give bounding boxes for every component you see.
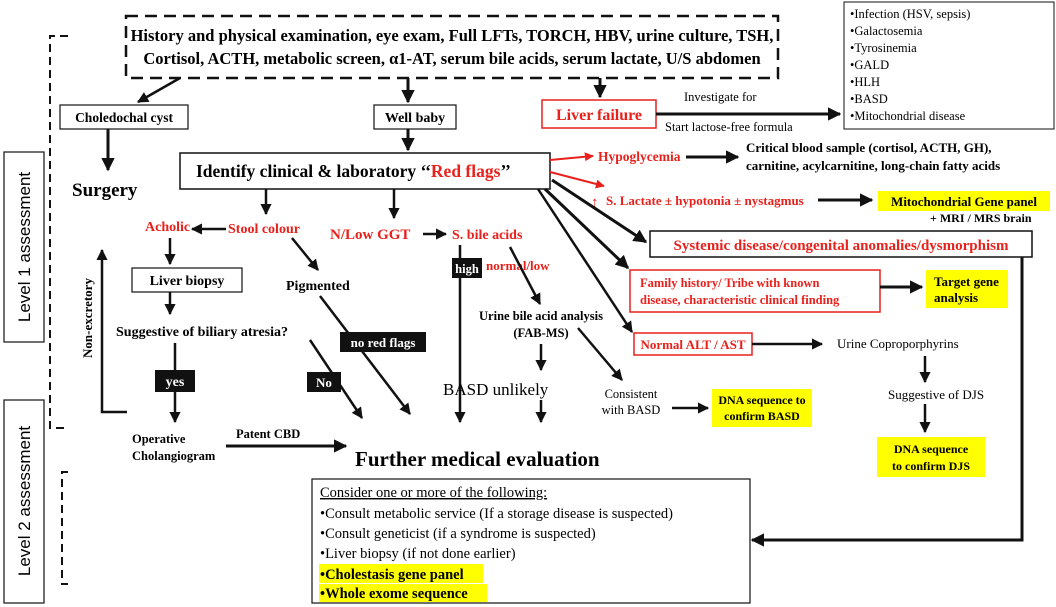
high: high: [455, 262, 479, 276]
dna-djs-1: DNA sequence: [894, 442, 969, 456]
dna-basd-1: DNA sequence to: [718, 393, 805, 407]
stool-colour: Stool colour: [228, 222, 300, 237]
level-1-label: Level 1 assessment: [15, 172, 34, 323]
consider-item: •Consult geneticist (if a syndrome is su…: [320, 526, 596, 542]
liver-biopsy: Liver biopsy: [150, 274, 225, 289]
liver-failure-causes-box: [843, 1, 1055, 130]
no-badge: [307, 372, 341, 392]
liver-biopsy-box: [131, 267, 243, 293]
cause-item: •BASD: [850, 92, 888, 106]
consider-heading: Consider one or more of the following:: [320, 485, 547, 501]
well-baby: Well baby: [385, 111, 445, 126]
investigate-for: Investigate for: [684, 90, 757, 104]
cause-item: •GALD: [850, 58, 889, 72]
gene-panel-highlight: [319, 564, 483, 583]
urine-copro: Urine Coproporphyrins: [837, 336, 959, 351]
exome-highlight: [319, 584, 487, 602]
cause-item: •Tyrosinemia: [850, 41, 917, 55]
urine-ba-2: (FAB-MS): [513, 326, 568, 340]
lactate: S. Lactate ± hypotonia ± nystagmus: [606, 193, 804, 208]
consistent-2: with BASD: [602, 403, 661, 417]
cause-item: •Infection (HSV, sepsis): [850, 7, 970, 21]
yes-badge: [155, 370, 195, 392]
family-history-2: disease, characteristic clinical finding: [640, 293, 840, 307]
basd-unlikely: BASD unlikely: [443, 380, 549, 399]
pigmented: Pigmented: [286, 279, 350, 294]
dna-djs-highlight: [877, 437, 985, 477]
operative-2: Cholangiogram: [132, 449, 216, 463]
level-2-label: Level 2 assessment: [15, 426, 34, 577]
s-bile-acids: S. bile acids: [452, 228, 523, 243]
dna-basd-highlight: [712, 389, 812, 427]
red-flags-box: [179, 152, 551, 190]
operative-1: Operative: [132, 432, 186, 446]
consider-highlight-item: •Cholestasis gene panel: [320, 567, 464, 583]
level-2-bracket: Level 2 assessment: [3, 399, 68, 604]
liver-failure: Liver failure: [556, 107, 642, 124]
choledochal-cyst: Choledochal cyst: [75, 110, 173, 125]
systemic: Systemic disease/congenital anomalies/dy…: [673, 238, 1009, 254]
cause-item: •Galactosemia: [850, 24, 923, 38]
surgery: Surgery: [72, 180, 138, 201]
yes: yes: [166, 375, 185, 390]
initial-workup-line-2: Cortisol, ACTH, metabolic screen, α1-AT,…: [143, 49, 760, 68]
start-lactose-free: Start lactose-free formula: [665, 120, 793, 134]
target-gene-1: Target gene: [934, 274, 999, 289]
level-1-bracket: Level 1 assessment: [3, 35, 68, 429]
mito-panel: Mitochondrial Gene panel: [891, 194, 1037, 209]
systemic-box: [649, 230, 1033, 258]
low-ggt: N/Low GGT: [330, 227, 410, 243]
suggestive-ba: Suggestive of biliary atresia?: [116, 325, 288, 340]
lactate-up-arrow: ↑: [591, 194, 599, 211]
no-red-flags-badge: [340, 332, 426, 352]
target-gene-2: analysis: [934, 290, 978, 305]
suggestive-djs: Suggestive of DJS: [888, 387, 984, 402]
consistent-1: Consistent: [605, 387, 658, 401]
dna-basd-2: confirm BASD: [724, 409, 800, 423]
consider-highlight-item: •Whole exome sequence: [320, 586, 468, 602]
cause-item: •Mitochondrial disease: [850, 109, 966, 123]
no-red-flags: no red flags: [351, 335, 416, 350]
red-flags-label: Identify clinical & laboratory ‘‘Red fla…: [196, 161, 511, 181]
mito-panel-highlight: [878, 191, 1050, 211]
initial-workup-line-1: History and physical examination, eye ex…: [131, 26, 774, 45]
dna-djs-2: to confirm DJS: [892, 459, 970, 473]
well-baby-box: [373, 104, 457, 130]
consider-item: •Liver biopsy (if not done earlier): [320, 546, 516, 562]
further-evaluation: Further medical evaluation: [355, 447, 600, 471]
high-badge: [452, 258, 482, 278]
consider-item: •Consult metabolic service (If a storage…: [320, 506, 673, 522]
cause-item: •HLH: [850, 75, 880, 89]
mri: + MRI / MRS brain: [930, 211, 1032, 225]
no: No: [316, 375, 332, 390]
hypoglycemia: Hypoglycemia: [598, 149, 681, 164]
non-excretory: Non-excretory: [80, 278, 95, 358]
normal-low: normal/low: [486, 258, 550, 273]
initial-workup-box: [124, 14, 780, 80]
acholic: Acholic: [145, 220, 190, 235]
urine-ba-1: Urine bile acid analysis: [479, 309, 603, 323]
critical-blood-2: carnitine, acylcarnitine, long-chain fat…: [746, 158, 1000, 173]
critical-blood-1: Critical blood sample (cortisol, ACTH, G…: [746, 140, 992, 155]
normal-alt: Normal ALT / AST: [640, 337, 745, 352]
family-history-box: [629, 269, 881, 313]
patent-cbd: Patent CBD: [236, 427, 300, 441]
choledochal-cyst-box: [59, 104, 189, 130]
target-gene-highlight: [926, 270, 1008, 308]
family-history-1: Family history/ Tribe with known: [640, 276, 819, 290]
